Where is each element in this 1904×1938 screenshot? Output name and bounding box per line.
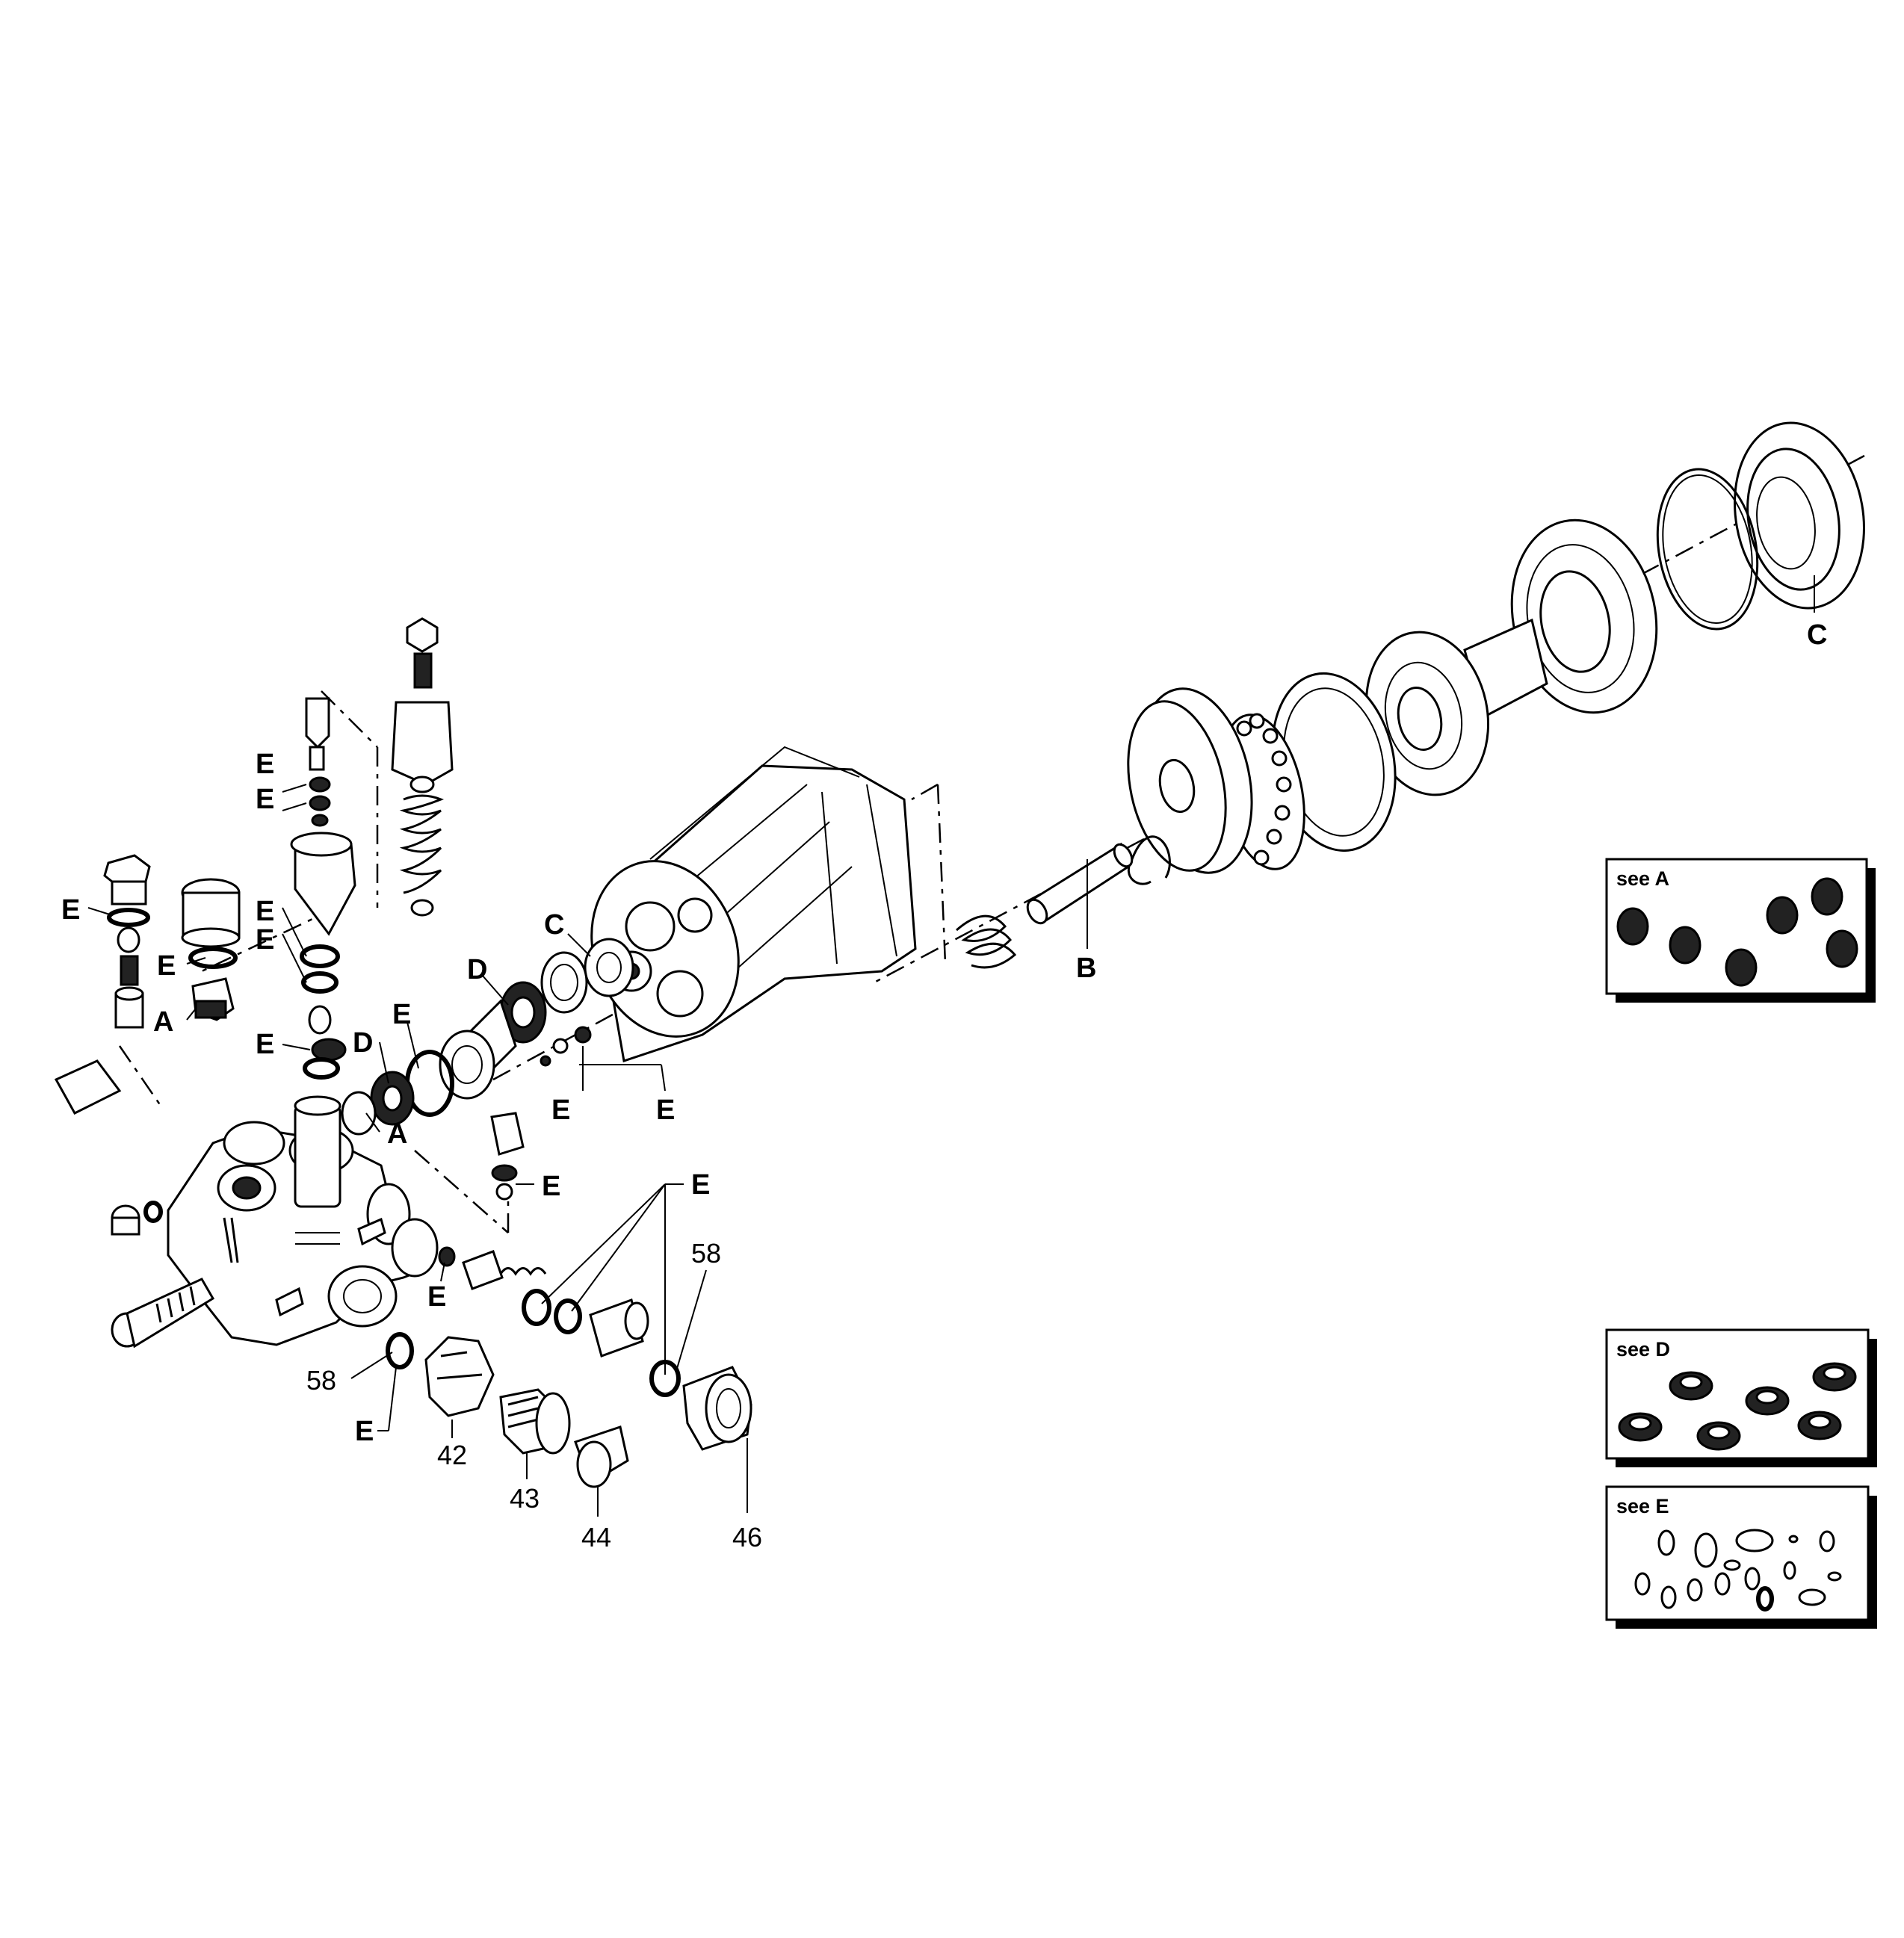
callout-e: E xyxy=(656,1095,675,1126)
unloader-valve xyxy=(290,617,454,1080)
callout-e: E xyxy=(355,1416,374,1447)
pump-housing xyxy=(590,746,917,1062)
callout-e: E xyxy=(392,999,411,1030)
callout-e: E xyxy=(256,924,274,956)
callout-d: D xyxy=(353,1027,373,1059)
callout-46: 46 xyxy=(732,1522,762,1552)
callout-e: E xyxy=(551,1095,570,1126)
bolt-and-plug xyxy=(111,1201,215,1349)
kit-box-e: see E xyxy=(1605,1485,1877,1629)
callout-e: E xyxy=(256,1029,274,1060)
callout-e: E xyxy=(691,1169,710,1201)
kit-box-e-title: see E xyxy=(1616,1495,1669,1517)
outlet-fittings xyxy=(438,1246,752,1451)
callout-58: 58 xyxy=(306,1365,336,1396)
manifold xyxy=(167,1095,439,1346)
leader-lines xyxy=(87,575,1815,1517)
shaft-hub xyxy=(1364,618,1548,796)
seal-retainer xyxy=(1734,421,1865,610)
callout-58: 58 xyxy=(691,1238,721,1269)
callout-43: 43 xyxy=(510,1483,540,1514)
plunger-rod xyxy=(1026,842,1134,925)
callout-c: C xyxy=(544,909,564,941)
callout-e: E xyxy=(427,1281,446,1313)
callout-44: 44 xyxy=(581,1522,611,1552)
thermal-valve xyxy=(490,1112,525,1201)
callout-42: 42 xyxy=(437,1440,467,1470)
callout-e: E xyxy=(157,950,176,982)
callout-e: E xyxy=(61,894,80,926)
kit-box-d-title: see D xyxy=(1616,1338,1670,1360)
callout-labels: E E A E E E E E D E A C D E E E E E E B … xyxy=(61,619,1827,1552)
callout-e: E xyxy=(256,896,274,927)
callout-a: A xyxy=(387,1118,407,1150)
kit-e-orings xyxy=(1634,1529,1842,1612)
plunger-spring xyxy=(956,914,1017,969)
kit-a-plugs xyxy=(1616,877,1858,987)
kit-box-a: see A xyxy=(1605,858,1876,1003)
left-plugs xyxy=(54,854,241,1115)
callout-d: D xyxy=(467,954,487,985)
kit-box-a-title: see A xyxy=(1616,867,1669,890)
main-bearing xyxy=(1510,518,1658,714)
callout-b: B xyxy=(1076,953,1096,984)
inlet-parts xyxy=(386,1332,629,1488)
kit-d-seals xyxy=(1618,1362,1857,1451)
kit-box-d: see D xyxy=(1605,1328,1877,1467)
callout-a: A xyxy=(153,1006,173,1038)
callout-e: E xyxy=(256,784,274,815)
swash-plate xyxy=(1127,687,1253,874)
snap-ring xyxy=(1656,468,1759,631)
callout-e: E xyxy=(542,1171,560,1202)
seal-stack xyxy=(341,938,634,1136)
callout-c: C xyxy=(1807,619,1827,651)
callout-e: E xyxy=(256,749,274,780)
